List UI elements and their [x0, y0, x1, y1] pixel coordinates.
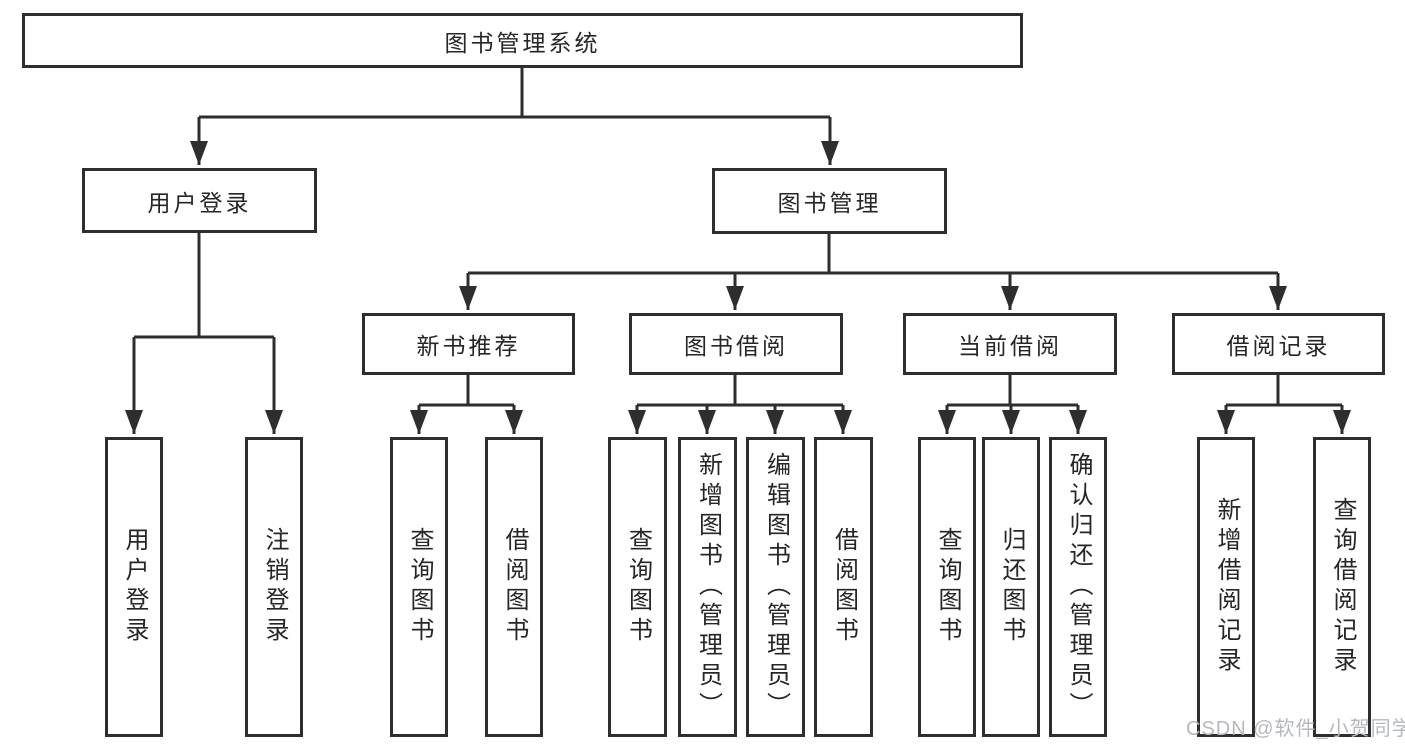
leaf-edit-books-admin: 编辑图书（管理员） [746, 437, 805, 737]
node-label: 新书推荐 [416, 333, 521, 359]
node-book-management: 图书管理 [712, 168, 947, 234]
node-label: 查询图书 [406, 527, 433, 647]
leaf-borrow-query-books: 查询图书 [608, 437, 667, 737]
node-label: 注销登录 [261, 527, 288, 647]
node-label: 图书管理 [777, 190, 882, 216]
node-label: 图书管理系统 [444, 29, 601, 56]
leaf-add-books-admin: 新增图书（管理员） [678, 437, 737, 737]
node-label: 归还图书 [998, 527, 1025, 647]
leaf-borrow-books: 借阅图书 [814, 437, 873, 737]
leaf-recommend-query-books: 查询图书 [390, 437, 448, 737]
node-label: 用户登录 [121, 527, 148, 647]
node-label: 借阅图书 [501, 527, 528, 647]
leaf-add-borrow-record: 新增借阅记录 [1197, 437, 1255, 737]
node-new-book-recommend: 新书推荐 [362, 313, 575, 375]
node-current-borrow: 当前借阅 [903, 313, 1117, 375]
leaf-recommend-borrow-books: 借阅图书 [485, 437, 543, 737]
node-label: 新增图书（管理员） [694, 452, 722, 722]
leaf-logout: 注销登录 [245, 437, 303, 737]
node-user-login: 用户登录 [82, 168, 317, 233]
leaf-query-borrow-record: 查询借阅记录 [1313, 437, 1371, 737]
leaf-return-books: 归还图书 [982, 437, 1040, 737]
csdn-watermark: CSDN @软件_小贺同学 [1186, 718, 1405, 740]
node-label: 查询图书 [624, 527, 652, 647]
node-label: 借阅记录 [1226, 333, 1331, 359]
node-label: 图书借阅 [684, 333, 788, 359]
leaf-user-login-action: 用户登录 [105, 437, 163, 737]
node-label: 查询图书 [934, 527, 961, 647]
node-borrow-records: 借阅记录 [1172, 313, 1385, 375]
node-label: 查询借阅记录 [1329, 497, 1356, 677]
node-label: 确认归还（管理员） [1065, 452, 1092, 722]
node-label: 当前借阅 [958, 333, 1062, 359]
node-label: 用户登录 [147, 189, 252, 216]
node-book-borrow: 图书借阅 [629, 313, 843, 375]
node-label: 借阅图书 [830, 527, 858, 647]
node-label: 编辑图书（管理员） [762, 452, 790, 722]
leaf-current-query-books: 查询图书 [918, 437, 976, 737]
node-library-management-system: 图书管理系统 [22, 13, 1023, 68]
leaf-confirm-return-admin: 确认归还（管理员） [1049, 437, 1107, 737]
node-label: 新增借阅记录 [1213, 497, 1240, 677]
